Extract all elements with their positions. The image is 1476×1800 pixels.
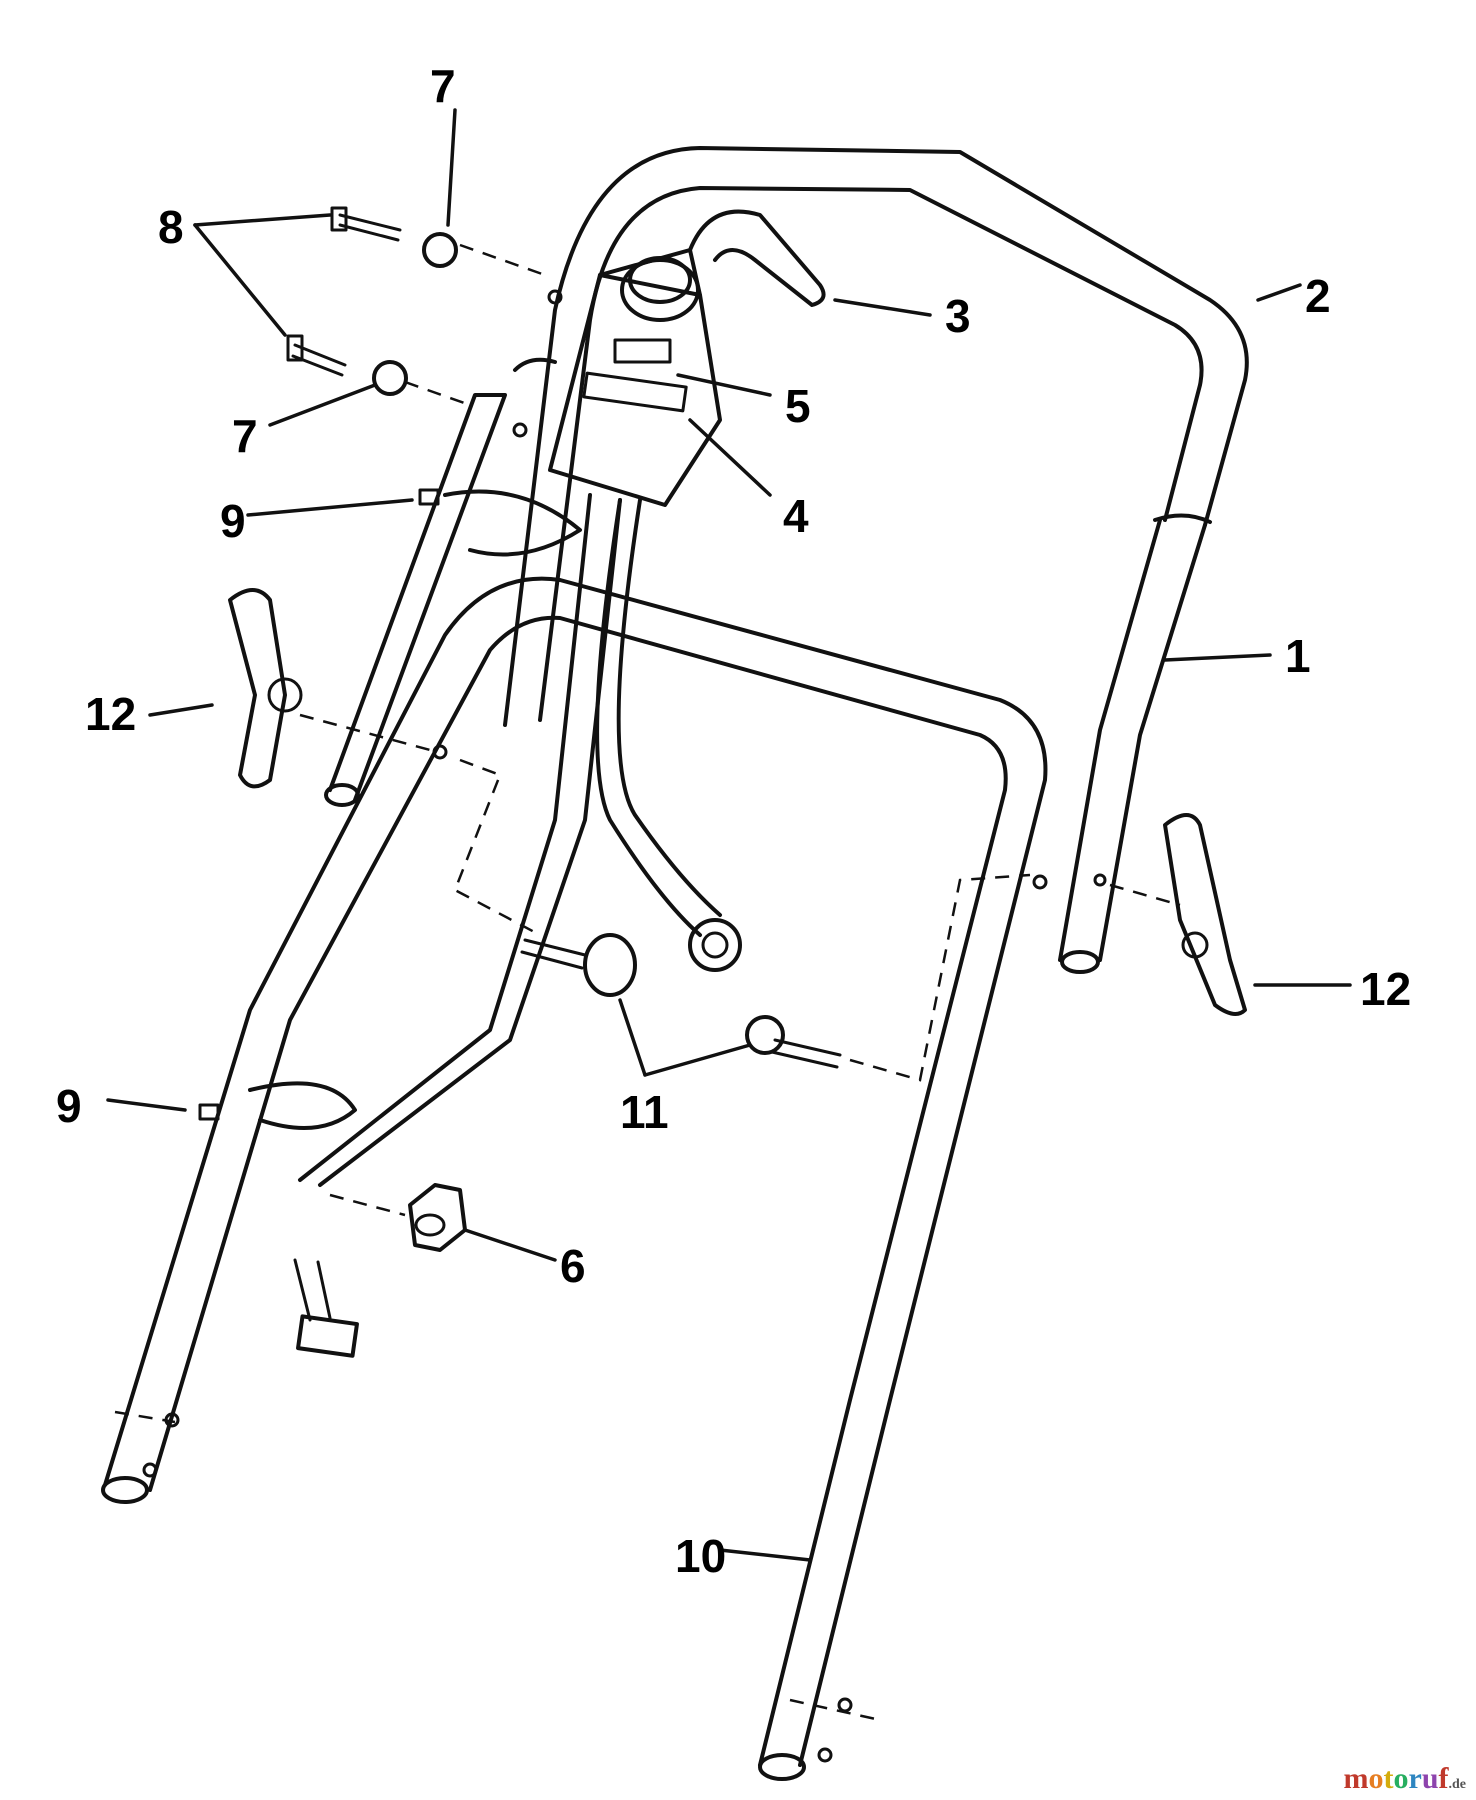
leader-lines <box>106 108 1352 1562</box>
wm-letter-5: r <box>1408 1762 1422 1795</box>
lower-handle <box>101 576 1048 1781</box>
wm-letter-1: m <box>1343 1762 1369 1795</box>
wm-letter-7: f <box>1438 1762 1449 1795</box>
callout-12-right: 12 <box>1360 963 1411 1015</box>
callout-9-bottom: 9 <box>56 1080 82 1132</box>
knobs <box>228 588 1247 1016</box>
callout-12-left: 12 <box>85 688 136 740</box>
callout-8: 8 <box>158 201 184 253</box>
callout-6: 6 <box>560 1240 586 1292</box>
switch-box <box>512 209 826 507</box>
wm-letter-2: o <box>1368 1762 1384 1795</box>
assembly-dashed-lines <box>114 243 1181 1722</box>
wm-suffix: .de <box>1448 1777 1467 1792</box>
callout-numbers: 1 2 3 4 5 6 7 7 8 9 9 10 11 12 12 <box>56 60 1411 1582</box>
callout-3: 3 <box>945 290 971 342</box>
wm-letter-4: o <box>1393 1762 1409 1795</box>
upper-handle <box>503 146 1249 727</box>
wm-letter-3: t <box>1383 1762 1394 1795</box>
callout-7-top: 7 <box>430 60 456 112</box>
callout-1: 1 <box>1285 630 1311 682</box>
callout-9-top: 9 <box>220 495 246 547</box>
upper-handle-right-leg <box>1058 518 1207 974</box>
callout-5: 5 <box>785 380 811 432</box>
callout-10: 10 <box>675 1530 726 1582</box>
callout-2: 2 <box>1305 270 1331 322</box>
callout-7-mid: 7 <box>232 410 258 462</box>
cable-ties <box>198 488 582 1130</box>
callout-11: 11 <box>620 1086 669 1138</box>
callout-4: 4 <box>783 490 809 542</box>
site-watermark-logo: motoruf.de <box>1343 1762 1466 1796</box>
upper-handle-left-leg <box>324 393 507 807</box>
wm-letter-6: u <box>1421 1762 1439 1795</box>
